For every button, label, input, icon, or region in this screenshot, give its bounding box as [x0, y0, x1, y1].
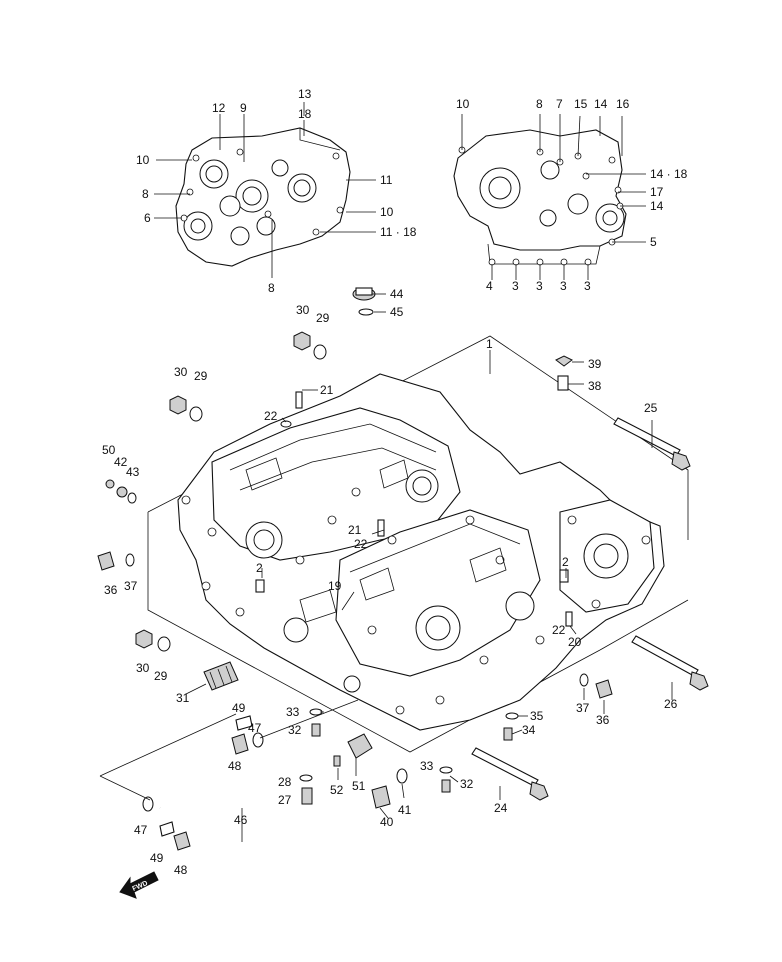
callout-l29c: 29: [154, 669, 168, 683]
callout-l18a: 18: [298, 107, 312, 121]
callout-l32b: 32: [460, 777, 474, 791]
callout-l13: 13: [298, 87, 312, 101]
fwd-arrow-icon: FWD: [119, 871, 159, 899]
callout-l33b: 33: [420, 759, 434, 773]
callout-l3a: 3: [512, 279, 519, 293]
callout-l32a: 32: [288, 723, 302, 737]
callout-l31: 31: [176, 691, 190, 705]
callout-l14b: 14: [650, 199, 664, 213]
callout-l8b: 8: [268, 281, 275, 295]
callout-l8a: 8: [142, 187, 149, 201]
callout-l27: 27: [278, 793, 292, 807]
callout-l24: 24: [494, 801, 508, 815]
callout-l48a: 48: [228, 759, 242, 773]
callout-l30c: 30: [136, 661, 150, 675]
right-crankcase-inset: [453, 129, 627, 266]
callout-l7: 7: [556, 97, 563, 111]
callout-l47a: 47: [248, 721, 262, 735]
callout-l38: 38: [588, 379, 602, 393]
callout-l47b: 47: [134, 823, 148, 837]
callout-l14a: 14: [594, 97, 608, 111]
callout-l1118: 11 · 18: [380, 225, 417, 239]
callout-l52: 52: [330, 783, 344, 797]
callout-l3b: 3: [536, 279, 543, 293]
callout-l43: 43: [126, 465, 140, 479]
callout-l3c: 3: [560, 279, 567, 293]
callout-l50: 50: [102, 443, 116, 457]
callout-l25: 25: [644, 401, 658, 415]
callout-l1: 1: [486, 337, 493, 351]
callout-l22b: 22: [354, 537, 368, 551]
callout-l9: 9: [240, 101, 247, 115]
callout-l11a: 11: [380, 173, 393, 187]
callout-l49b: 49: [150, 851, 164, 865]
callout-l51: 51: [352, 779, 366, 793]
callout-l15: 15: [574, 97, 588, 111]
callout-l34: 34: [522, 723, 536, 737]
callout-l10b: 10: [380, 205, 394, 219]
callout-l42: 42: [114, 455, 128, 469]
callout-l6: 6: [144, 211, 151, 225]
callout-l5: 5: [650, 235, 657, 249]
callout-l16: 16: [616, 97, 630, 111]
callout-l26: 26: [664, 697, 678, 711]
callout-l8c: 8: [536, 97, 543, 111]
callout-l41: 41: [398, 803, 412, 817]
callout-l40: 40: [380, 815, 394, 829]
callout-l36b: 36: [596, 713, 610, 727]
callout-l21b: 21: [348, 523, 362, 537]
callout-l22a: 22: [264, 409, 278, 423]
callout-l22c: 22: [552, 623, 566, 637]
callout-l44: 44: [390, 287, 404, 301]
callout-l10c: 10: [456, 97, 470, 111]
main-crankcase-assembly: [147, 335, 689, 753]
leader-lines: [99, 102, 673, 842]
callout-l29b: 29: [194, 369, 208, 383]
callout-l36a: 36: [104, 583, 118, 597]
callout-l17: 17: [650, 185, 664, 199]
callout-l3d: 3: [584, 279, 591, 293]
callout-l4: 4: [486, 279, 493, 293]
left-crankcase-inset: [175, 127, 351, 267]
callout-l12: 12: [212, 101, 226, 115]
callout-l2b: 2: [562, 555, 569, 569]
callout-l21a: 21: [320, 383, 334, 397]
callout-l46: 46: [234, 813, 248, 827]
callout-l10a: 10: [136, 153, 150, 167]
loose-parts: [97, 287, 709, 851]
callout-l20: 20: [568, 635, 582, 649]
callout-l37b: 37: [576, 701, 590, 715]
callout-l45: 45: [390, 305, 404, 319]
callout-l1418: 14 · 18: [650, 167, 688, 181]
callout-l35: 35: [530, 709, 544, 723]
callout-l30a: 30: [296, 303, 310, 317]
callout-l19: 19: [328, 579, 342, 593]
callout-l30b: 30: [174, 365, 188, 379]
callout-l37a: 37: [124, 579, 138, 593]
callout-l28: 28: [278, 775, 292, 789]
callout-l49a: 49: [232, 701, 246, 715]
callout-l48b: 48: [174, 863, 188, 877]
callout-l29a: 29: [316, 311, 330, 325]
callout-l39: 39: [588, 357, 602, 371]
callout-l33a: 33: [286, 705, 300, 719]
callout-l2a: 2: [256, 561, 263, 575]
